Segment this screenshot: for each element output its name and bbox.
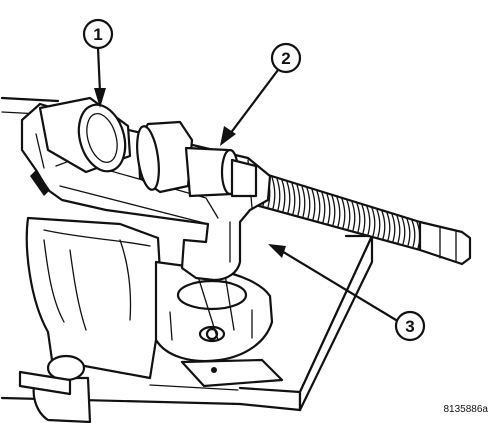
thread-line bbox=[371, 207, 376, 237]
thread-line bbox=[301, 185, 306, 218]
thread-line bbox=[391, 213, 396, 242]
thread-line bbox=[271, 176, 276, 210]
callout-2: 2 bbox=[220, 42, 302, 146]
thread-line bbox=[306, 187, 311, 219]
thread-line bbox=[341, 198, 346, 229]
installer-driver bbox=[136, 120, 258, 198]
thread-line bbox=[356, 202, 361, 233]
thread-line bbox=[291, 182, 296, 215]
thread-line bbox=[311, 188, 316, 221]
callout-1-number: 1 bbox=[93, 25, 102, 44]
thread-line bbox=[346, 199, 351, 230]
thread-line bbox=[316, 190, 321, 222]
thread-line bbox=[386, 212, 391, 241]
thread-line bbox=[396, 215, 401, 244]
callout-2-number: 2 bbox=[281, 49, 290, 68]
thread-line bbox=[351, 201, 356, 232]
thread-line bbox=[411, 219, 416, 248]
thread-line bbox=[401, 216, 406, 245]
thread-line bbox=[326, 193, 331, 225]
receiver-cup bbox=[38, 96, 132, 174]
thread-line bbox=[381, 210, 386, 240]
thread-line bbox=[336, 196, 341, 227]
thread-line bbox=[276, 178, 281, 211]
thread-line bbox=[361, 204, 366, 234]
thread-line bbox=[286, 181, 291, 214]
thread-line bbox=[376, 209, 381, 238]
callout-1: 1 bbox=[82, 18, 114, 108]
callout-3: 3 bbox=[268, 244, 426, 342]
thread-line bbox=[296, 184, 301, 216]
thread-line bbox=[281, 179, 286, 212]
thread-line bbox=[366, 205, 371, 236]
thread-line bbox=[331, 195, 336, 226]
thread-line bbox=[406, 218, 411, 247]
figure-id: 8135886a bbox=[444, 404, 489, 415]
forcing-screw bbox=[250, 168, 472, 266]
bench-vise bbox=[18, 216, 284, 423]
callout-3-number: 3 bbox=[405, 317, 414, 336]
thread-line bbox=[321, 192, 326, 223]
